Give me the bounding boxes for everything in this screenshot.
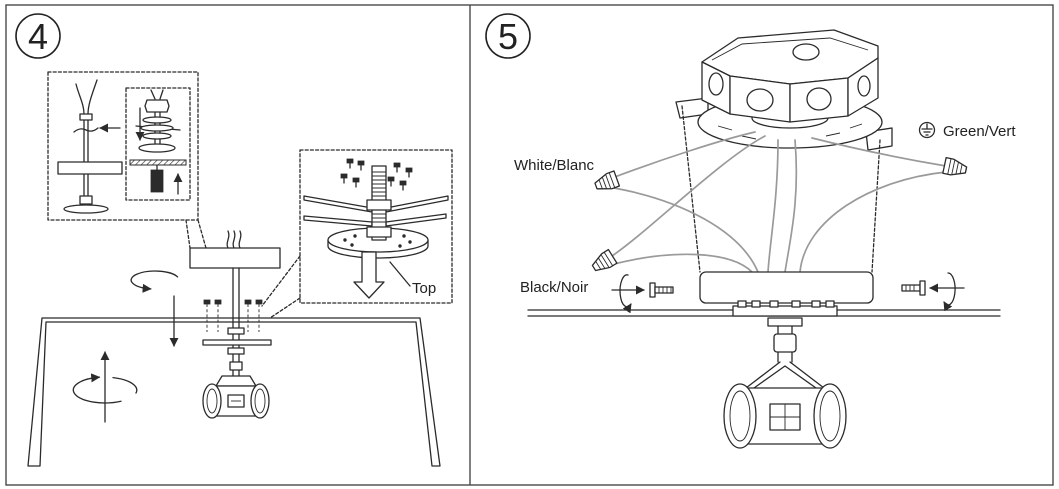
light-fixture-body [202,375,270,419]
canopy [189,230,281,269]
wire-nut-ground [942,156,968,176]
canopy [699,271,874,304]
detail-inset-wiring [47,71,199,221]
wire-nut-black [591,248,618,272]
step-5-badge: 5 [485,13,531,59]
diagram-frame [5,4,1054,486]
step-4-panel: 4 [15,13,453,467]
wire-nut-white [594,170,621,190]
inset-connector-lines [185,219,207,249]
mounting-screws [203,299,263,332]
label-white-wire: White/Blanc [514,157,595,174]
light-fixture-body [723,300,847,449]
canopy-detail [57,161,123,175]
ground-symbol-icon [918,121,936,139]
callout-top-detail: Top [299,149,453,304]
canopy-guide-lines [681,105,881,273]
rotate-arrow-icon [943,272,956,312]
step-4-number: 4 [28,16,48,57]
mounting-strap [202,339,272,346]
rotate-arrow-icon [130,270,179,293]
step-5-panel: 5 [485,13,1016,449]
callout-label-top: Top [412,280,436,297]
junction-box [701,29,879,123]
step-4-badge: 4 [15,13,61,59]
step-5-number: 5 [498,16,518,57]
callout-connector-lines [261,255,301,319]
down-arrow-icon [353,251,385,299]
rotate-arrow-icon [72,351,138,423]
detail-inset-hardware [125,87,191,201]
canopy-screw-right [901,272,965,312]
threaded-rod [202,267,272,379]
ceiling-surface [27,317,441,467]
callout-screws [340,158,413,191]
label-black-wire: Black/Noir [520,279,588,296]
rotate-arrow-icon [619,274,632,314]
supply-wires [611,131,947,273]
label-ground-wire: Green/Vert [943,123,1016,140]
canopy-screw-left [611,274,674,314]
mounting-strap [732,305,838,317]
